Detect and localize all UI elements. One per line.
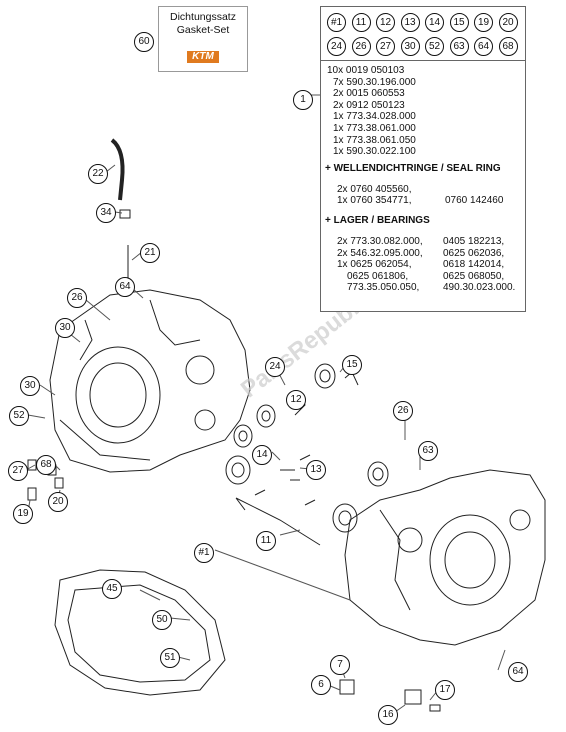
- kit-part-30: 30: [400, 37, 420, 56]
- right-case-bore: [429, 514, 511, 606]
- callout-12[interactable]: 12: [286, 390, 306, 410]
- kit-divider: [321, 60, 525, 61]
- callout-22[interactable]: 22: [88, 164, 108, 184]
- kit-line: 1x 773.38.061.000: [333, 123, 416, 134]
- callout-21[interactable]: 21: [140, 243, 160, 263]
- kit-part-24: 24: [327, 37, 346, 56]
- kit-line: 1x 773.38.061.050: [333, 134, 416, 146]
- bearing-line: 1x 0625 062054,: [337, 259, 412, 271]
- kit-line: 7x 590.30.196.000: [333, 76, 416, 88]
- callout-set-1[interactable]: #1: [194, 543, 214, 563]
- callout-13[interactable]: 13: [306, 460, 326, 480]
- seal-ring-heading: + WELLENDICHTRINGE / SEAL RING: [325, 162, 501, 174]
- bearing-line: 773.35.050.050,: [347, 282, 420, 294]
- callout-30-lower[interactable]: 30: [20, 376, 40, 396]
- callout-63[interactable]: 63: [418, 441, 438, 461]
- gasket-set-label-en: Gasket-Set: [176, 24, 230, 36]
- kit-part-52: 52: [425, 37, 444, 56]
- kit-part-19: 19: [474, 13, 493, 32]
- callout-64-right[interactable]: 64: [508, 662, 528, 682]
- seal-ring-line: 0760 142460: [445, 195, 504, 207]
- kit-part-20: 20: [498, 13, 518, 32]
- callout-7[interactable]: 7: [330, 655, 350, 675]
- cover-gasket: [54, 569, 226, 696]
- kit-line: 2x 0015 060553: [333, 88, 405, 100]
- bearing-line: 0625 061806,: [347, 270, 409, 282]
- ktm-logo: KTM: [187, 51, 219, 63]
- callout-26-right[interactable]: 26: [393, 401, 413, 421]
- callout-1[interactable]: 1: [293, 90, 313, 110]
- kit-line: 10x 0019 050103: [327, 65, 405, 76]
- callout-26[interactable]: 26: [67, 288, 87, 308]
- kit-line: 1x 590.30.022.100: [333, 146, 416, 158]
- callout-20[interactable]: 20: [48, 492, 68, 512]
- callout-16[interactable]: 16: [378, 705, 398, 725]
- callout-50[interactable]: 50: [152, 610, 172, 630]
- kit-part-14: 14: [425, 13, 444, 32]
- kit-line: 1x 773.34.028.000: [333, 111, 416, 123]
- kit-part-63: 63: [449, 37, 469, 56]
- bearings-heading: + LAGER / BEARINGS: [325, 215, 430, 226]
- right-crankcase: [344, 469, 546, 646]
- kit-part-27: 27: [376, 37, 395, 56]
- kit-part-68: 68: [498, 37, 518, 56]
- callout-60[interactable]: 60: [134, 32, 154, 52]
- callout-51[interactable]: 51: [160, 648, 180, 668]
- kit-part-12: 12: [376, 13, 395, 32]
- callout-68[interactable]: 68: [36, 455, 56, 475]
- kit-part-64: 64: [474, 37, 493, 56]
- callout-19[interactable]: 19: [13, 504, 33, 524]
- bearing-line: 2x 546.32.095.000,: [337, 247, 423, 259]
- bearing-line: 0405 182213,: [443, 236, 505, 247]
- seal-ring-line: 2x 0760 405560,: [337, 183, 412, 195]
- bearing-line: 490.30.023.000.: [443, 282, 516, 294]
- kit-part-11: 11: [351, 13, 371, 32]
- bearing-line: 0618 142014,: [443, 259, 505, 271]
- left-case-bore: [75, 346, 161, 444]
- kit-part-13: 13: [400, 13, 420, 32]
- kit-part-set1: #1: [327, 13, 346, 32]
- callout-27[interactable]: 27: [8, 461, 28, 481]
- callout-34[interactable]: 34: [96, 203, 116, 223]
- kit-part-26: 26: [351, 37, 371, 56]
- kit-parts-box: #1 11 12 13 14 15 19 20 24 26 27 30 52 63 64 68 10x 001…: [320, 6, 526, 312]
- callout-17[interactable]: 17: [435, 680, 455, 700]
- callout-30[interactable]: 30: [55, 318, 75, 338]
- callout-6[interactable]: 6: [311, 675, 331, 695]
- gasket-set-label-de: Dichtungssatz: [170, 11, 236, 23]
- kit-part-15: 15: [449, 13, 469, 32]
- callout-45[interactable]: 45: [102, 579, 122, 599]
- callout-15[interactable]: 15: [342, 355, 362, 375]
- callout-52[interactable]: 52: [9, 406, 29, 426]
- callout-24[interactable]: 24: [265, 357, 285, 377]
- gasket-set-box: Dichtungssatz Gasket-Set KTM: [158, 6, 248, 72]
- bearing-line: 2x 773.30.082.000,: [337, 236, 423, 247]
- callout-14[interactable]: 14: [252, 445, 272, 465]
- callout-64[interactable]: 64: [115, 277, 135, 297]
- callout-11[interactable]: 11: [256, 531, 276, 551]
- kit-line: 2x 0912 050123: [333, 99, 405, 111]
- bearing-line: 0625 068050,: [443, 270, 505, 282]
- left-crankcase: [49, 289, 251, 473]
- seal-ring-line: 1x 0760 354771,: [337, 195, 412, 207]
- bearing-line: 0625 062036,: [443, 247, 505, 259]
